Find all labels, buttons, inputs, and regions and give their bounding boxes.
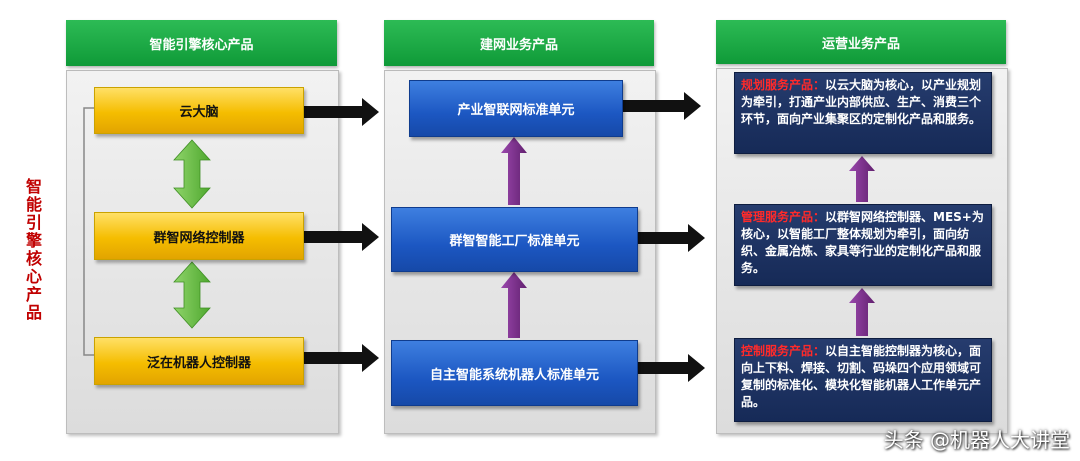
- operation-product-body: 以群智网络控制器、MES+为核心，以智能工厂整体规划为牵引，面向纺织、金属冶炼、…: [741, 210, 984, 275]
- operation-product-box: 规划服务产品：以云大脑为核心，以产业规划为牵引，打通产业内部供应、生产、消费三个…: [734, 72, 992, 154]
- operation-product-body: 以自主智能控制器为核心，面向上下料、焊接、切割、码垛四个应用领域可复制的标准化、…: [741, 344, 982, 409]
- right-arrow-icon: [304, 344, 379, 372]
- core-product-box: 群智网络控制器: [94, 212, 304, 260]
- up-arrow-icon: [849, 288, 875, 336]
- core-product-box: 泛在机器人控制器: [94, 337, 304, 385]
- right-arrow-icon: [637, 224, 705, 252]
- double-arrow-icon: [173, 139, 211, 209]
- network-unit-box: 产业智联网标准单元: [409, 80, 623, 137]
- up-arrow-icon: [501, 137, 527, 205]
- up-arrow-icon: [501, 272, 527, 338]
- operation-product-box: 管理服务产品：以群智网络控制器、MES+为核心，以智能工厂整体规划为牵引，面向纺…: [734, 204, 992, 286]
- operation-product-box: 控制服务产品：以自主智能控制器为核心，面向上下料、焊接、切割、码垛四个应用领域可…: [734, 338, 992, 422]
- bracket-line: [83, 107, 94, 356]
- right-arrow-icon: [637, 354, 705, 382]
- operation-product-title: 规划服务产品：: [741, 78, 826, 92]
- column-core-header: 智能引擎核心产品: [66, 20, 337, 66]
- right-arrow-icon: [304, 223, 379, 251]
- side-title: 智能引擎核心产品: [25, 177, 42, 322]
- core-product-box: 云大脑: [94, 87, 304, 134]
- up-arrow-icon: [849, 156, 875, 202]
- operation-product-title: 管理服务产品：: [741, 210, 826, 224]
- column-network-header: 建网业务产品: [384, 20, 654, 66]
- operation-product-body: 以云大脑为核心，以产业规划为牵引，打通产业内部供应、生产、消费三个环节，面向产业…: [741, 78, 982, 126]
- network-unit-box: 群智智能工厂标准单元: [391, 207, 638, 272]
- double-arrow-icon: [173, 261, 211, 329]
- watermark: 头条 @机器人大讲堂: [883, 428, 1070, 452]
- operation-product-title: 控制服务产品：: [741, 344, 826, 358]
- network-unit-box: 自主智能系统机器人标准单元: [391, 340, 638, 406]
- right-arrow-icon: [304, 98, 379, 126]
- column-operation-header: 运营业务产品: [716, 20, 1006, 64]
- right-arrow-icon: [622, 92, 701, 120]
